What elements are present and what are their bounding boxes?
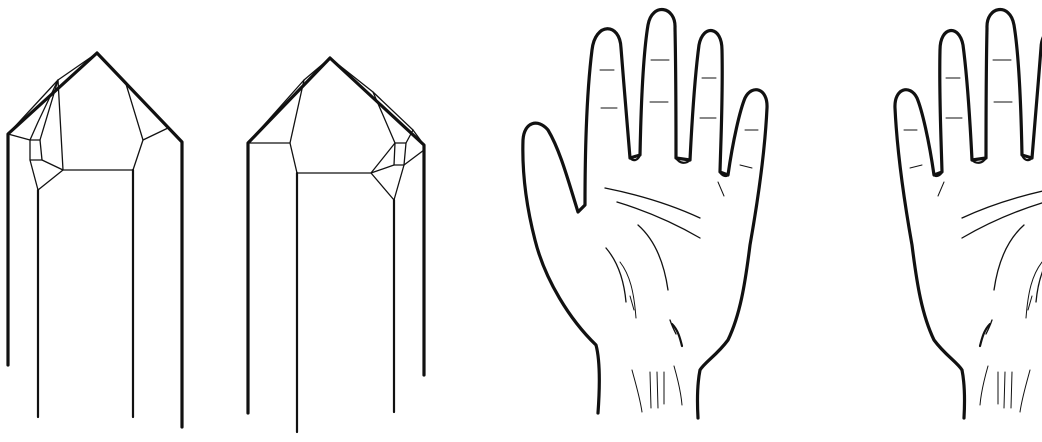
crystal-small-facet (38, 160, 63, 190)
crystal-top-face (290, 58, 395, 173)
palm-line (938, 182, 944, 196)
palm-line (638, 225, 668, 290)
palm-line (962, 188, 1042, 218)
palm-line (617, 202, 700, 238)
left-handed-crystal (8, 53, 182, 427)
palm-line (962, 202, 1042, 238)
wrist-line (980, 366, 988, 405)
crystal-small-facet (143, 128, 168, 140)
wrist-line (632, 370, 642, 412)
right-hand (895, 10, 1042, 418)
wrist-line (674, 366, 682, 405)
wrist-line (650, 372, 651, 408)
crystal-small-facet (371, 165, 404, 200)
palm-line (1036, 248, 1042, 302)
wrist-line (1020, 370, 1030, 412)
right-handed-crystal (248, 58, 424, 432)
left-hand (523, 10, 767, 418)
palm-line (994, 225, 1024, 290)
palm-line (606, 248, 626, 302)
knuckle-crease (910, 165, 922, 168)
wrist-line (1004, 372, 1005, 408)
crystal-outline (248, 58, 424, 413)
hand-outline (523, 10, 767, 418)
crystal-top-face (58, 53, 143, 170)
crystal-small-facet (404, 150, 424, 165)
crystal-small-facet (30, 140, 42, 160)
wrist-line (657, 372, 658, 408)
knuckle-crease (740, 165, 752, 168)
crystal-small-facet (8, 134, 38, 190)
crystal-outline (8, 53, 182, 427)
wrist-line (1011, 372, 1012, 408)
crystal-small-facet (394, 143, 406, 165)
crystal-facet-line (248, 80, 304, 143)
hand-outline (895, 10, 1042, 418)
palm-line (718, 182, 724, 196)
